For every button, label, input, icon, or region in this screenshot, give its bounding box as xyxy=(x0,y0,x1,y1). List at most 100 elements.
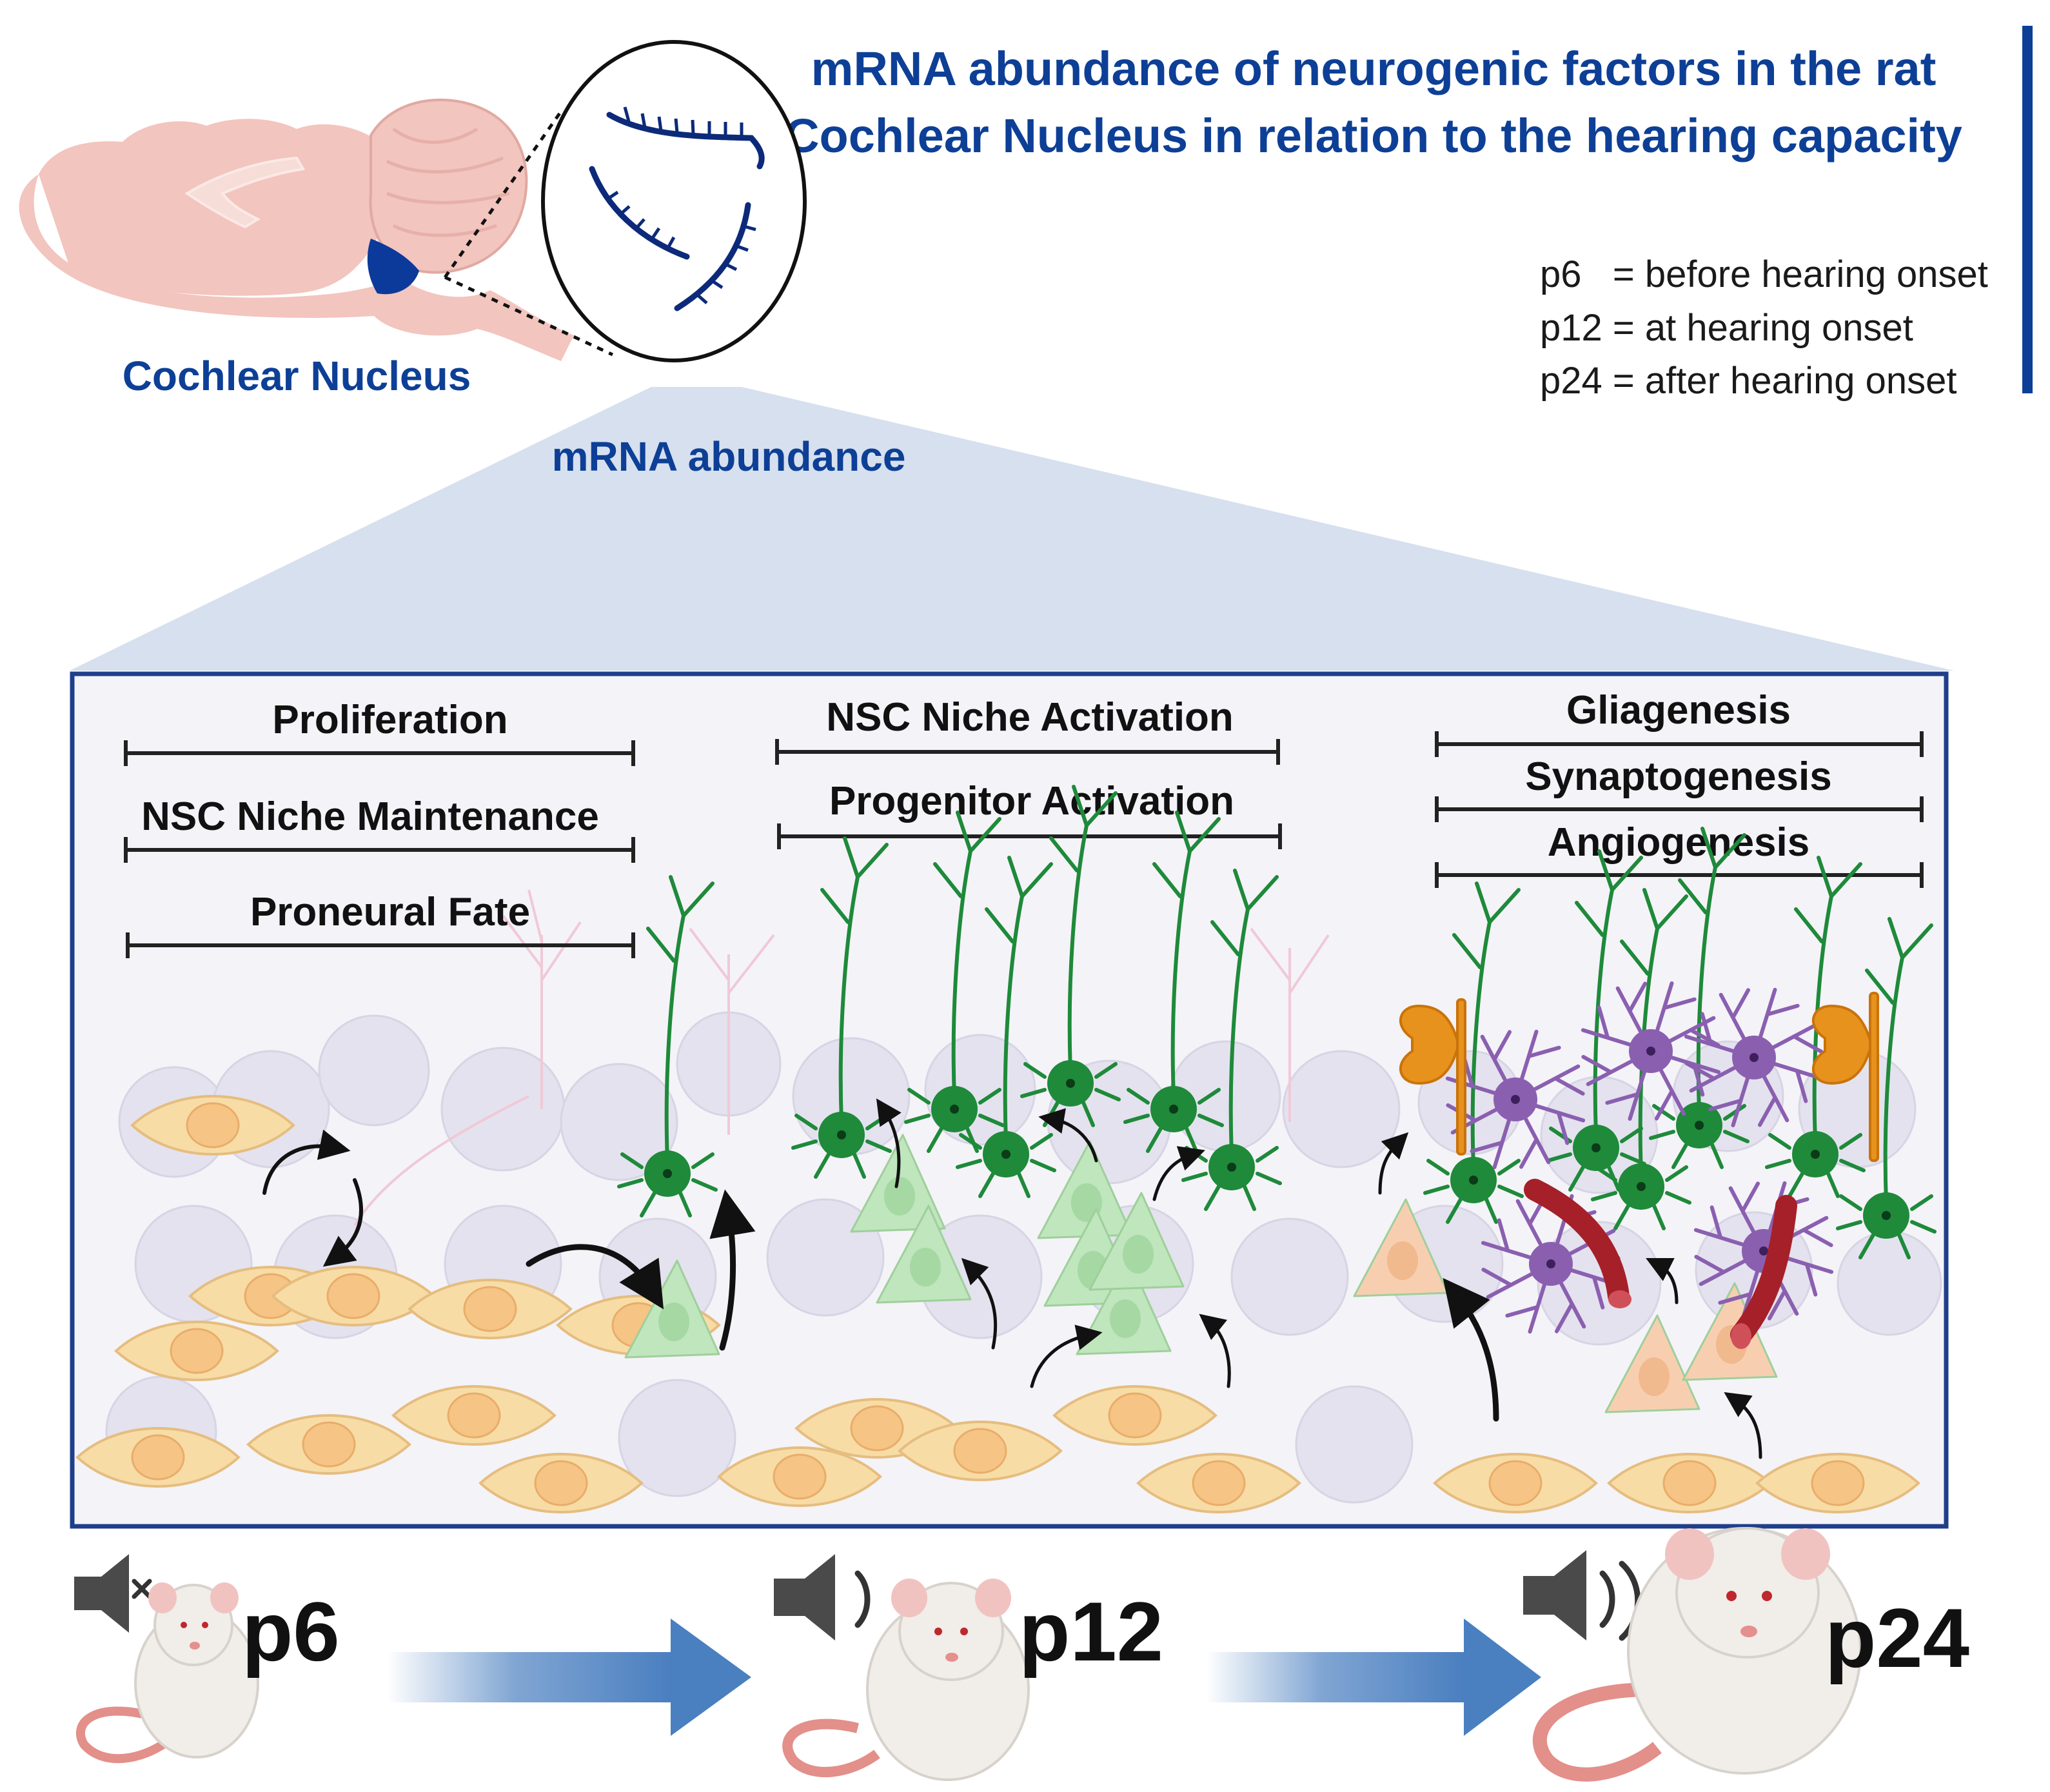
title-line-2: Cochlear Nucleus in relation to the hear… xyxy=(785,109,1962,162)
neuron xyxy=(1649,827,1749,1169)
bar-label-gliagenesis: Gliagenesis xyxy=(1566,688,1791,733)
neuron xyxy=(904,811,1005,1153)
neuron xyxy=(1836,917,1937,1259)
progenitor-cell xyxy=(1604,1314,1700,1413)
blood-vessels xyxy=(1524,1179,1797,1349)
range-bar-progenitor-activation xyxy=(777,823,1282,849)
age-label-p12: p12 xyxy=(1019,1584,1163,1679)
bar-label-synaptogenesis: Synaptogenesis xyxy=(1525,754,1831,799)
precursor-cell xyxy=(130,1095,295,1156)
progenitor-cell xyxy=(1089,1192,1185,1291)
progenitor-cell-layer xyxy=(624,1134,1778,1413)
timeline-arrow-p12-to-p24 xyxy=(1206,1619,1541,1736)
range-bar-nsc-niche-maintenance xyxy=(124,837,635,863)
legend-item-p24: p24 = after hearing onset xyxy=(1540,360,1957,402)
arrow-to-glia xyxy=(1646,1258,1679,1305)
zoom-line-lower xyxy=(444,275,614,357)
rat-p24 xyxy=(1533,1527,1862,1782)
bar-label-angiogenesis: Angiogenesis xyxy=(1548,820,1810,865)
blood-vessel xyxy=(1524,1179,1630,1307)
range-bar-gliagenesis xyxy=(1435,731,1924,757)
arrow-to-glia xyxy=(1443,1277,1499,1422)
arrow-activation xyxy=(1199,1314,1231,1388)
speaker-muted-icon xyxy=(74,1554,152,1633)
vessel-lumen xyxy=(1731,1323,1751,1349)
title-side-bar xyxy=(2022,26,2033,393)
precursor-cell xyxy=(1136,1453,1301,1513)
arrow-proliferation-cycle xyxy=(322,1178,363,1267)
rat-p6 xyxy=(76,1582,259,1764)
precursor-cell xyxy=(408,1279,573,1339)
precursor-cell xyxy=(75,1427,241,1488)
mrna-zoom-circle xyxy=(541,40,807,362)
zoom-circle xyxy=(541,40,807,362)
arrow-activation xyxy=(961,1257,998,1350)
precursor-cell xyxy=(1433,1453,1598,1513)
precursor-cell-layer xyxy=(75,1095,1920,1513)
mrna-abundance-label: mRNA abundance xyxy=(552,433,906,480)
rat-p12 xyxy=(782,1579,1030,1781)
faint-neurons xyxy=(353,889,1330,1226)
timeline-arrow-p6-to-p12 xyxy=(387,1619,751,1736)
arrow-to-glia xyxy=(1378,1132,1409,1195)
neuron xyxy=(617,875,718,1217)
arrow-activation xyxy=(876,1098,902,1188)
neuron xyxy=(1123,811,1224,1153)
precursor-cell xyxy=(1052,1385,1217,1446)
synapse-post xyxy=(1456,998,1466,1156)
synapses xyxy=(1399,992,1879,1162)
range-bar-proliferation xyxy=(124,740,635,766)
speaker-low-icon xyxy=(774,1554,871,1640)
title-block: mRNA abundance of neurogenic factors in … xyxy=(785,26,2033,393)
timeline: p6 p12 p24 xyxy=(74,1527,1969,1782)
bar-label-proneural-fate: Proneural Fate xyxy=(250,890,530,934)
age-label-p24: p24 xyxy=(1825,1591,1969,1685)
precursor-cell xyxy=(114,1321,279,1381)
mrna-abundance-band xyxy=(70,387,1954,671)
arrow-to-neuron xyxy=(709,1189,756,1351)
ventricle xyxy=(184,156,306,229)
mrna-bases-icon xyxy=(605,106,756,304)
legend: p6 = before hearing onset p12 = at heari… xyxy=(1540,253,1988,402)
neuron xyxy=(1423,881,1524,1224)
cochlear-nucleus-label: Cochlear Nucleus xyxy=(123,353,471,399)
arrow-activation xyxy=(1152,1146,1205,1201)
arrow-activation xyxy=(1038,1108,1098,1163)
range-bar-angiogenesis xyxy=(1435,862,1924,888)
legend-item-p6: p6 = before hearing onset xyxy=(1540,253,1988,295)
title-line-1: mRNA abundance of neurogenic factors in … xyxy=(811,42,1937,95)
process-arrows xyxy=(262,1098,1762,1459)
arrow-activation xyxy=(1030,1324,1103,1388)
progenitor-cell xyxy=(876,1205,972,1304)
precursor-cell xyxy=(717,1446,882,1507)
glia-layer xyxy=(1445,981,1834,1334)
bar-label-progenitor-activation: Progenitor Activation xyxy=(829,779,1234,823)
precursor-cell xyxy=(898,1421,1063,1481)
cochlear-nucleus-highlight xyxy=(367,239,419,295)
synapse-post xyxy=(1869,992,1879,1162)
brain-shape xyxy=(19,174,575,361)
speaker-high-icon xyxy=(1523,1550,1641,1641)
glia-cell xyxy=(1481,1194,1621,1334)
neuron xyxy=(956,856,1056,1198)
p24-factor-bars: Gliagenesis Synaptogenesis Angiogenesis xyxy=(1435,688,1924,888)
cerebellum-folds xyxy=(386,127,510,237)
main-panel: Proliferation NSC Niche Maintenance Pron… xyxy=(70,671,1949,1529)
precursor-cell xyxy=(1755,1453,1920,1513)
vessel-lumen xyxy=(1608,1290,1631,1308)
bar-label-nsc-niche-maintenance: NSC Niche Maintenance xyxy=(141,794,599,839)
precursor-cell xyxy=(246,1414,411,1475)
zoom-line-upper xyxy=(443,108,564,279)
precursor-cell xyxy=(478,1453,644,1513)
arrow-to-progenitor xyxy=(526,1244,664,1310)
precursor-cell xyxy=(271,1266,436,1326)
range-bar-nsc-niche-activation xyxy=(775,739,1280,765)
range-bar-proneural-fate xyxy=(126,932,635,958)
arrow-to-glia xyxy=(1724,1392,1762,1459)
bar-label-nsc-niche-activation: NSC Niche Activation xyxy=(826,695,1234,740)
range-bar-synaptogenesis xyxy=(1435,796,1924,822)
progenitor-cell xyxy=(1353,1198,1449,1297)
neuron xyxy=(791,836,892,1179)
glia-cell xyxy=(1581,981,1721,1121)
